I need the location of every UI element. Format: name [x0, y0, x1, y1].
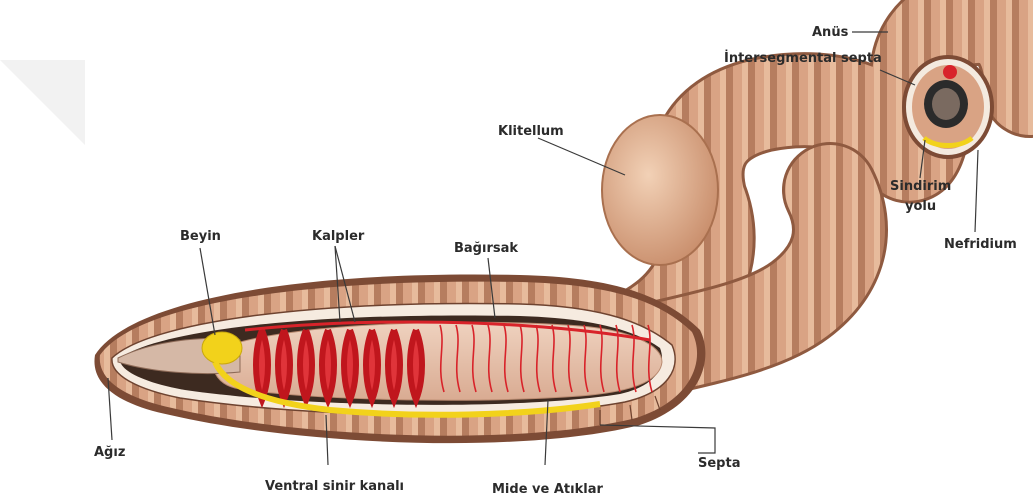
label-anus: Anüs	[812, 25, 849, 40]
label-beyin: Beyin	[180, 229, 221, 244]
label-klitellum: Klitellum	[498, 124, 564, 139]
label-ventral-sinir-kanali: Ventral sinir kanalı	[265, 479, 404, 494]
heart-loop	[256, 330, 268, 400]
heart-loop	[388, 330, 400, 400]
label-mide-ve-atiklar: Mide ve Atıklar	[492, 482, 603, 497]
label-agiz: Ağız	[94, 445, 125, 460]
label-sindirim: Sindirim	[890, 179, 951, 194]
cross-section	[904, 57, 992, 157]
label-nefridium: Nefridium	[944, 237, 1017, 252]
label-kalpler: Kalpler	[312, 229, 365, 244]
clitellum	[602, 115, 718, 265]
label-septa: Septa	[698, 456, 740, 471]
heart-loop	[300, 330, 312, 400]
heart-loop	[344, 330, 356, 400]
label-sindirim-yolu: yolu	[905, 199, 936, 214]
heart-loop	[366, 330, 378, 400]
brain	[202, 332, 242, 364]
heart-loop	[410, 330, 422, 400]
heart-loop	[322, 330, 334, 400]
heart-loop	[278, 330, 290, 400]
label-bagirsak: Bağırsak	[454, 241, 518, 256]
label-intersegmental-septa: İntersegmental septa	[724, 50, 882, 66]
corner-watermark	[0, 60, 85, 145]
